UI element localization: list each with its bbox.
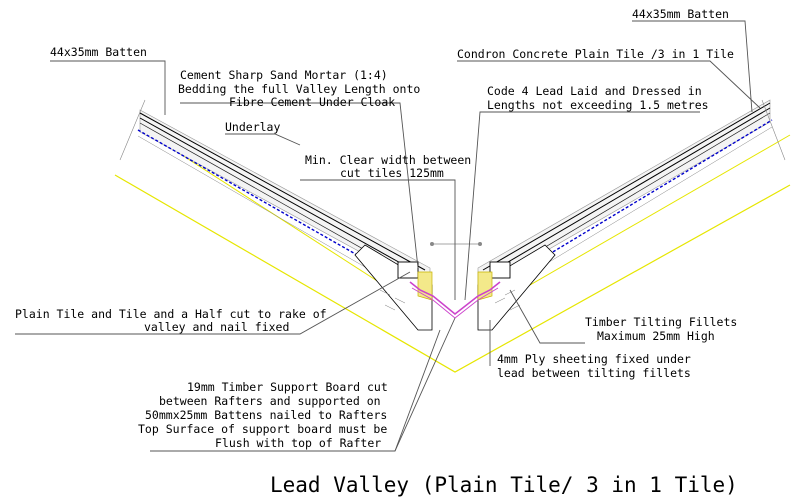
mortar-bedding-right	[477, 271, 493, 301]
label-support-3: 50mmx25mm Battens nailed to Rafters	[145, 408, 387, 422]
label-underlay: Underlay	[225, 120, 280, 134]
label-clear-width-1: Min. Clear width between	[305, 153, 471, 167]
label-mortar-2: Bedding the full Valley Length onto	[178, 82, 420, 96]
label-support-4: Top Surface of support board must be	[138, 422, 387, 436]
clear-width-dimension	[430, 242, 482, 246]
label-cut-tile-1: Plain Tile and Tile and a Half cut to ra…	[15, 307, 327, 321]
cut-tile-left	[397, 261, 419, 279]
label-lead-2: Lengths not exceeding 1.5 metres	[487, 98, 709, 112]
label-mortar-1: Cement Sharp Sand Mortar (1:4)	[180, 68, 388, 82]
label-batten-right: 44x35mm Batten	[632, 7, 729, 21]
label-clear-width-2: cut tiles 125mm	[340, 166, 444, 180]
label-support-2: between Rafters and supported on	[159, 394, 381, 408]
support-board-right	[477, 244, 556, 331]
label-lead-1: Code 4 Lead Laid and Dressed in	[487, 84, 702, 98]
label-support-5: Flush with top of Rafter	[215, 436, 381, 450]
label-batten-left: 44x35mm Batten	[50, 45, 147, 59]
label-fillets-1: Timber Tilting Fillets	[585, 315, 737, 329]
label-support-1: 19mm Timber Support Board cut	[187, 380, 388, 394]
cut-tile-right	[489, 261, 511, 279]
lead-valley-line	[409, 281, 501, 316]
drawing-title: Lead Valley (Plain Tile/ 3 in 1 Tile)	[270, 473, 738, 497]
support-board-left	[354, 244, 433, 331]
label-mortar-3: Fibre Cement Under Cloak	[229, 95, 395, 109]
label-cut-tile-2: valley and nail fixed	[144, 320, 289, 334]
roof-slope-right	[477, 99, 786, 294]
label-ply-2: lead between tilting fillets	[497, 366, 691, 380]
leader-lines	[15, 20, 761, 452]
label-tile-type: Condron Concrete Plain Tile /3 in 1 Tile	[457, 47, 734, 61]
label-ply-1: 4mm Ply sheeting fixed under	[497, 352, 691, 366]
label-fillets-2: Maximum 25mm High	[597, 329, 715, 343]
